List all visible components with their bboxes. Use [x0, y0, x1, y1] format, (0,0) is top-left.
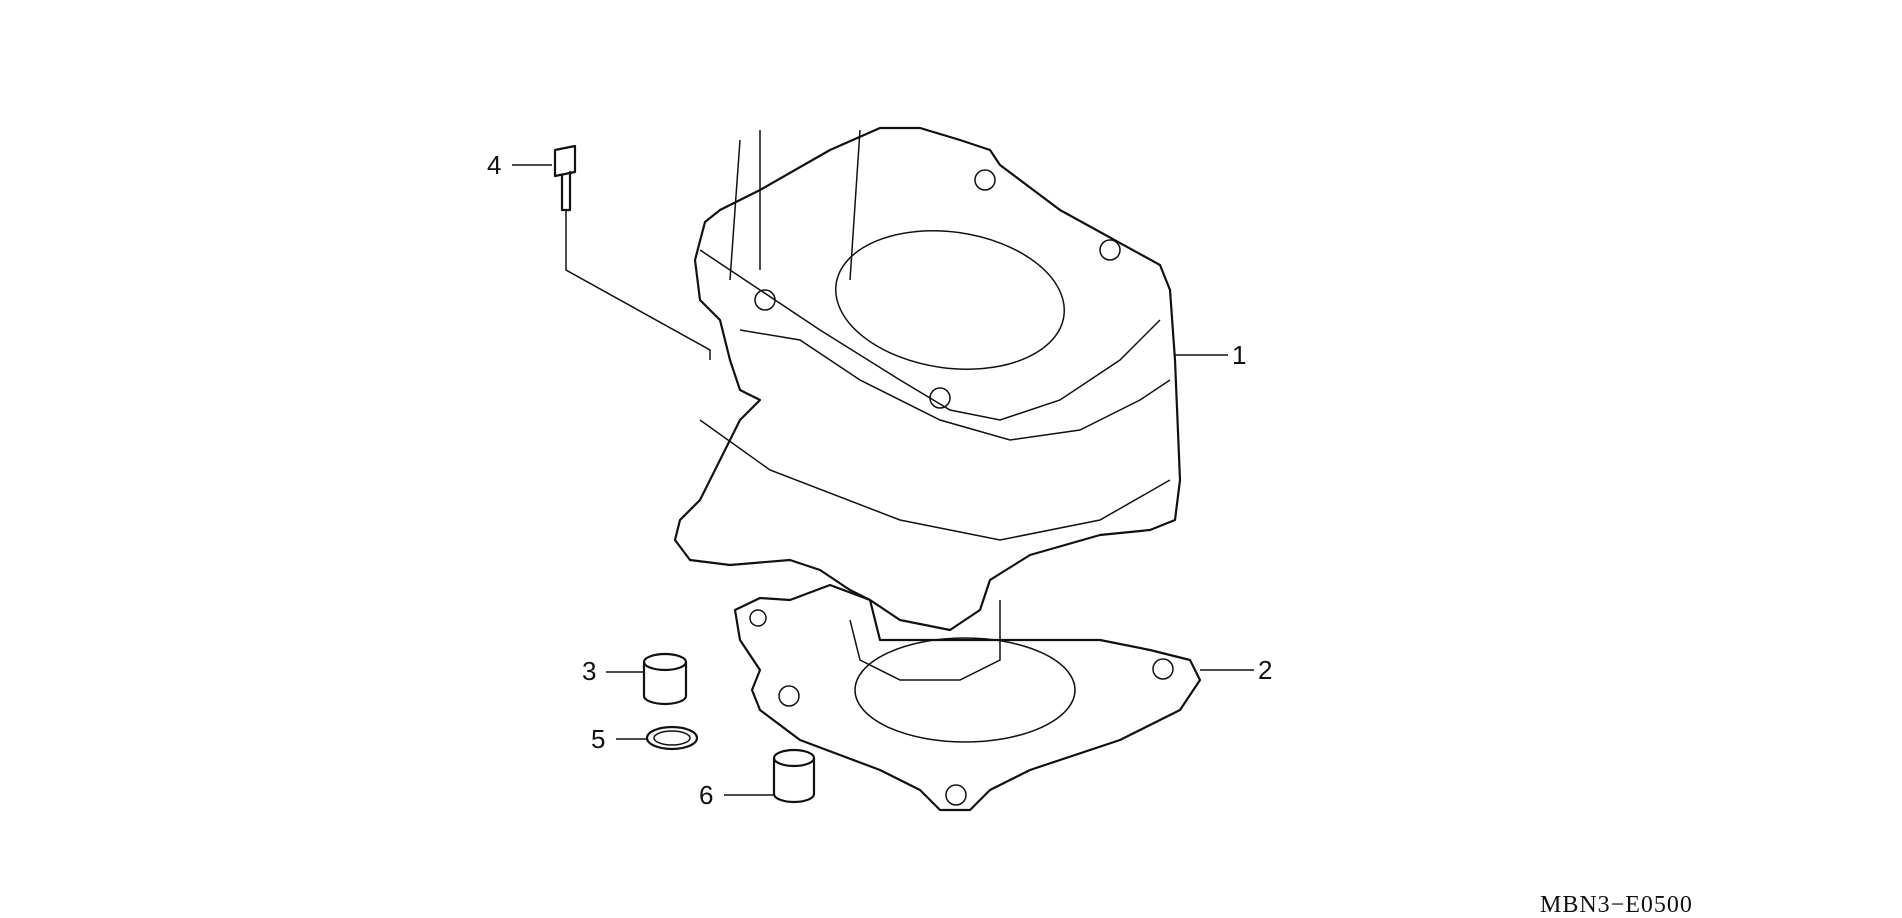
dowel-pin-3-part: [642, 652, 688, 706]
callout-1: 1: [1232, 340, 1247, 370]
leader-lines: [512, 164, 1254, 796]
diagram-code: MBN3−E0500: [1540, 892, 1693, 918]
callout-3: 3: [582, 656, 597, 686]
callout-6: 6: [699, 780, 714, 810]
bolt-part: [553, 144, 711, 360]
callout-5: 5: [591, 724, 606, 754]
callout-2: 2: [1258, 655, 1273, 685]
callout-4: 4: [487, 150, 502, 180]
dowel-pin-6-part: [772, 748, 816, 804]
cylinder-part: [673, 126, 1182, 681]
o-ring-part: [645, 725, 699, 751]
